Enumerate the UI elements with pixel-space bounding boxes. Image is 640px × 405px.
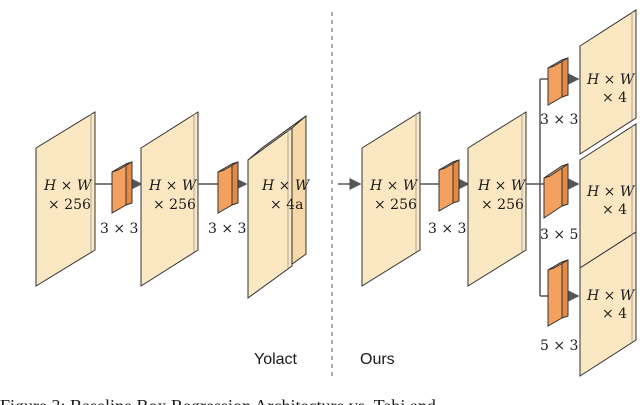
ours-map-1-dims: H × W [369, 178, 419, 194]
ours-branch-3-channels: × 4 [602, 306, 627, 322]
ours-map-2-dims: H × W [477, 178, 527, 194]
ours-branch-1-kernel [547, 57, 569, 106]
ours-map-2-channels: × 256 [481, 197, 524, 213]
yolact-map-1-channels: × 256 [48, 197, 91, 213]
ours-branch-2-channels: × 4 [602, 202, 627, 218]
ours-branch-3-dims: H × W [586, 288, 636, 304]
yolact-feature-map-3: H × W × 4a [247, 115, 311, 299]
yolact-label: Yolact [254, 351, 298, 368]
yolact-feature-map-2: H × W × 256 [140, 111, 199, 287]
yolact-map-2-channels: × 256 [153, 197, 196, 213]
ours-branch-1-dims: H × W [586, 72, 636, 88]
yolact-conv-kernel-1 [111, 161, 133, 214]
ours-kernel-1-label: 3 × 3 [428, 221, 466, 237]
ours-feature-map-2: H × W × 256 [467, 111, 527, 287]
ours-branch-3-kernel-label: 5 × 3 [540, 338, 578, 354]
yolact-map-1-dims: H × W [43, 178, 93, 194]
ours-map-1-channels: × 256 [374, 197, 417, 213]
ours-branch-2-dims: H × W [586, 184, 636, 200]
yolact-kernel-2-label: 3 × 3 [208, 221, 246, 237]
ours-feature-map-1: H × W × 256 [361, 111, 421, 287]
ours-branch-3-map: H × W × 4 [579, 231, 637, 377]
ours-branch-2-kernel [543, 163, 569, 219]
yolact-feature-map-1: H × W × 256 [35, 111, 96, 287]
ours-branch-2-kernel-label: 3 × 5 [540, 227, 578, 243]
yolact-conv-kernel-2 [217, 161, 239, 214]
ours-branch-1-kernel-label: 3 × 3 [540, 112, 578, 128]
ours-branch-1-map: H × W × 4 [579, 9, 637, 155]
yolact-kernel-1-label: 3 × 3 [100, 221, 138, 237]
ours-branch-2-map: H × W × 4 [579, 123, 637, 269]
ours-branch-3-kernel [547, 259, 569, 327]
yolact-map-2-dims: H × W [148, 178, 198, 194]
ours-branch-1-channels: × 4 [602, 90, 627, 106]
figure-caption: Figure 3: Baseline Box Regression Archit… [0, 396, 436, 405]
yolact-map-3-channels: × 4a [270, 197, 303, 213]
yolact-map-3-dims: H × W [261, 178, 311, 194]
ours-conv-kernel-1 [438, 159, 460, 212]
ours-label: Ours [360, 351, 395, 368]
